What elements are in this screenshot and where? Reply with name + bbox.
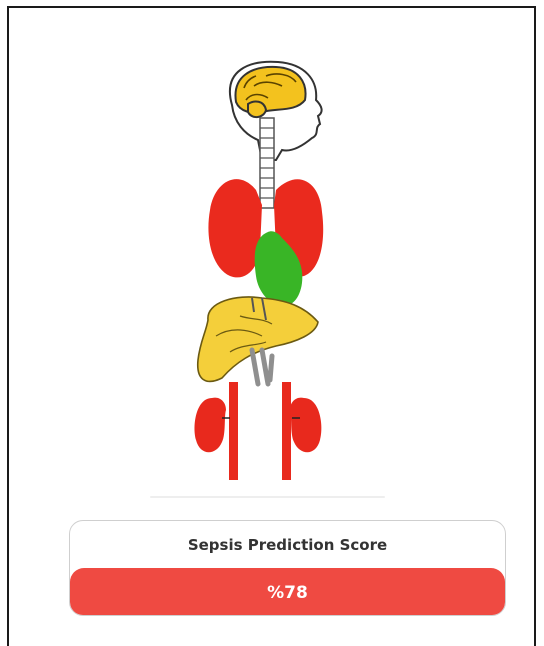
score-value-bar: %78 — [70, 568, 505, 616]
spine-icon — [260, 118, 274, 208]
brain-icon — [230, 62, 322, 160]
score-title: Sepsis Prediction Score — [70, 521, 505, 569]
anatomy-figure — [0, 0, 544, 500]
vessel-icon — [252, 350, 272, 384]
liver-icon — [198, 297, 318, 381]
figure-base-divider — [150, 496, 385, 498]
kidneys-icon — [195, 382, 322, 480]
sepsis-score-card: Sepsis Prediction Score %78 — [69, 520, 506, 616]
